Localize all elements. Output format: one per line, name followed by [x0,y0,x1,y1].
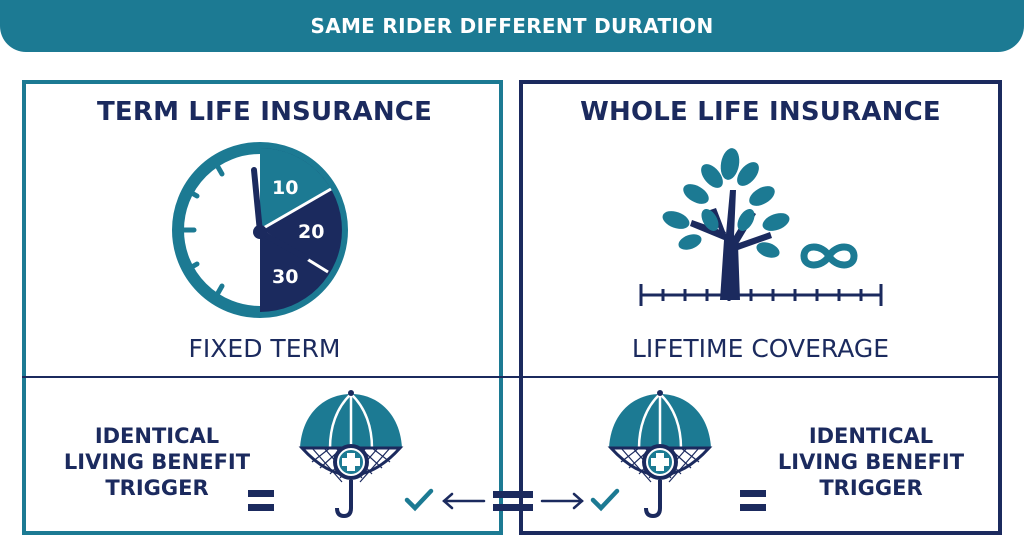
infinity-icon [800,243,858,269]
clock-label-20: 20 [298,221,325,243]
clock-label-10: 10 [272,177,299,199]
right-benefit-line-3: TRIGGER [819,476,923,500]
clock-label-30: 30 [272,266,299,288]
lifetime-coverage-label: LIFETIME COVERAGE [631,334,890,363]
equals-icon [740,490,766,511]
term-life-title: TERM LIFE INSURANCE [96,97,433,127]
clock-icon [172,142,348,318]
equals-icon [248,490,274,511]
term-life-panel [22,80,503,535]
check-icon [404,488,434,512]
tree-icon [662,148,790,300]
right-benefit-label: IDENTICAL LIVING BENEFIT TRIGGER [766,423,976,501]
header-banner: SAME RIDER DIFFERENT DURATION [0,0,1024,52]
right-benefit-line-1: IDENTICAL [808,424,934,448]
whole-life-panel [519,80,1002,535]
double-arrow-icon [442,491,584,511]
fixed-term-label: FIXED TERM [188,334,341,363]
umbrella-net-icon [607,390,713,519]
whole-life-title: WHOLE LIFE INSURANCE [580,97,941,127]
left-benefit-label: IDENTICAL LIVING BENEFIT TRIGGER [52,423,262,501]
left-benefit-line-1: IDENTICAL [94,424,220,448]
umbrella-net-icon [298,390,404,519]
left-benefit-line-3: TRIGGER [105,476,209,500]
timeline-ruler [639,284,883,306]
section-divider [22,376,1002,378]
right-benefit-line-2: LIVING BENEFIT [777,450,965,474]
left-benefit-line-2: LIVING BENEFIT [63,450,251,474]
header-title: SAME RIDER DIFFERENT DURATION [310,14,714,38]
check-icon [590,488,620,512]
